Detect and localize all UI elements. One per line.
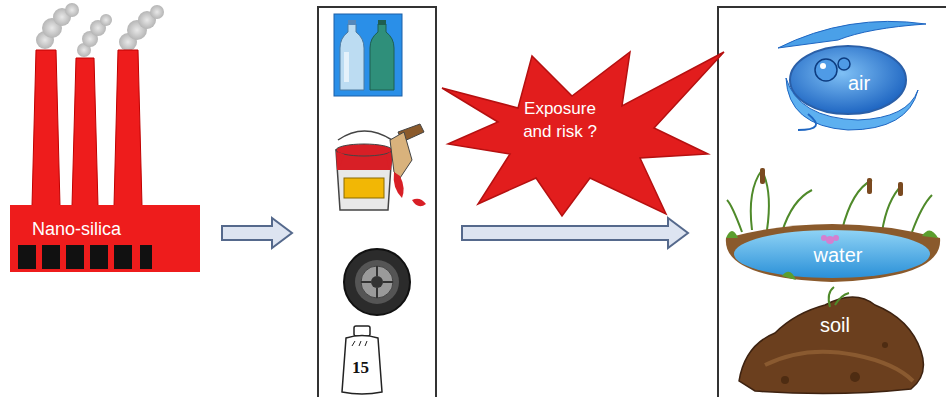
soil-mound: soil [735,285,930,395]
flow-arrow [222,218,292,248]
bottles-icon [334,14,402,96]
factory-label: Nano-silica [32,217,182,241]
soil-label: soil [805,312,865,339]
tire-icon [344,249,410,315]
risk-label: Exposure and risk ? [512,98,608,144]
paint-bucket-icon [336,124,426,210]
node-shape [722,160,944,285]
products-box [318,7,436,397]
factory-building: Nano-silica [10,205,200,272]
water-pond: water [722,160,944,285]
spf-number: 15 [352,358,369,378]
air-swirl: air [768,18,928,133]
risk-starburst: Exposure and risk ? [440,50,725,218]
air-label: air [848,70,908,97]
flow-arrow [462,218,688,248]
node-shape [735,285,930,395]
water-label: water [798,242,878,269]
factory-smoke [36,3,164,57]
factory-chimneys [32,50,142,206]
environment-box [718,7,946,397]
sunscreen-bottle-icon [342,326,382,394]
